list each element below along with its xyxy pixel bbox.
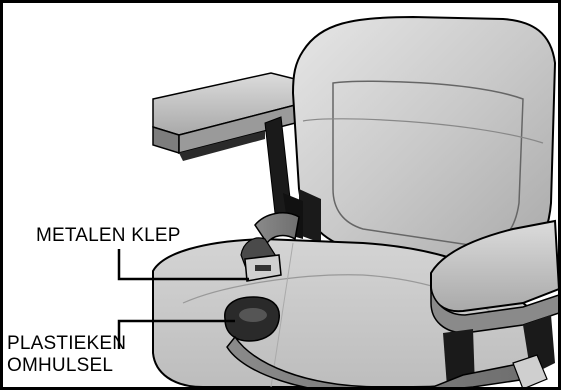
label-plastic-housing-line2: OMHULSEL — [7, 355, 126, 377]
label-plastic-housing: PLASTIEKEN OMHULSEL — [7, 333, 126, 377]
label-metal-latch: METALEN KLEP — [36, 225, 181, 247]
seat-illustration — [3, 3, 561, 390]
left-armrest — [153, 73, 303, 231]
label-plastic-housing-line1: PLASTIEKEN — [7, 333, 126, 355]
